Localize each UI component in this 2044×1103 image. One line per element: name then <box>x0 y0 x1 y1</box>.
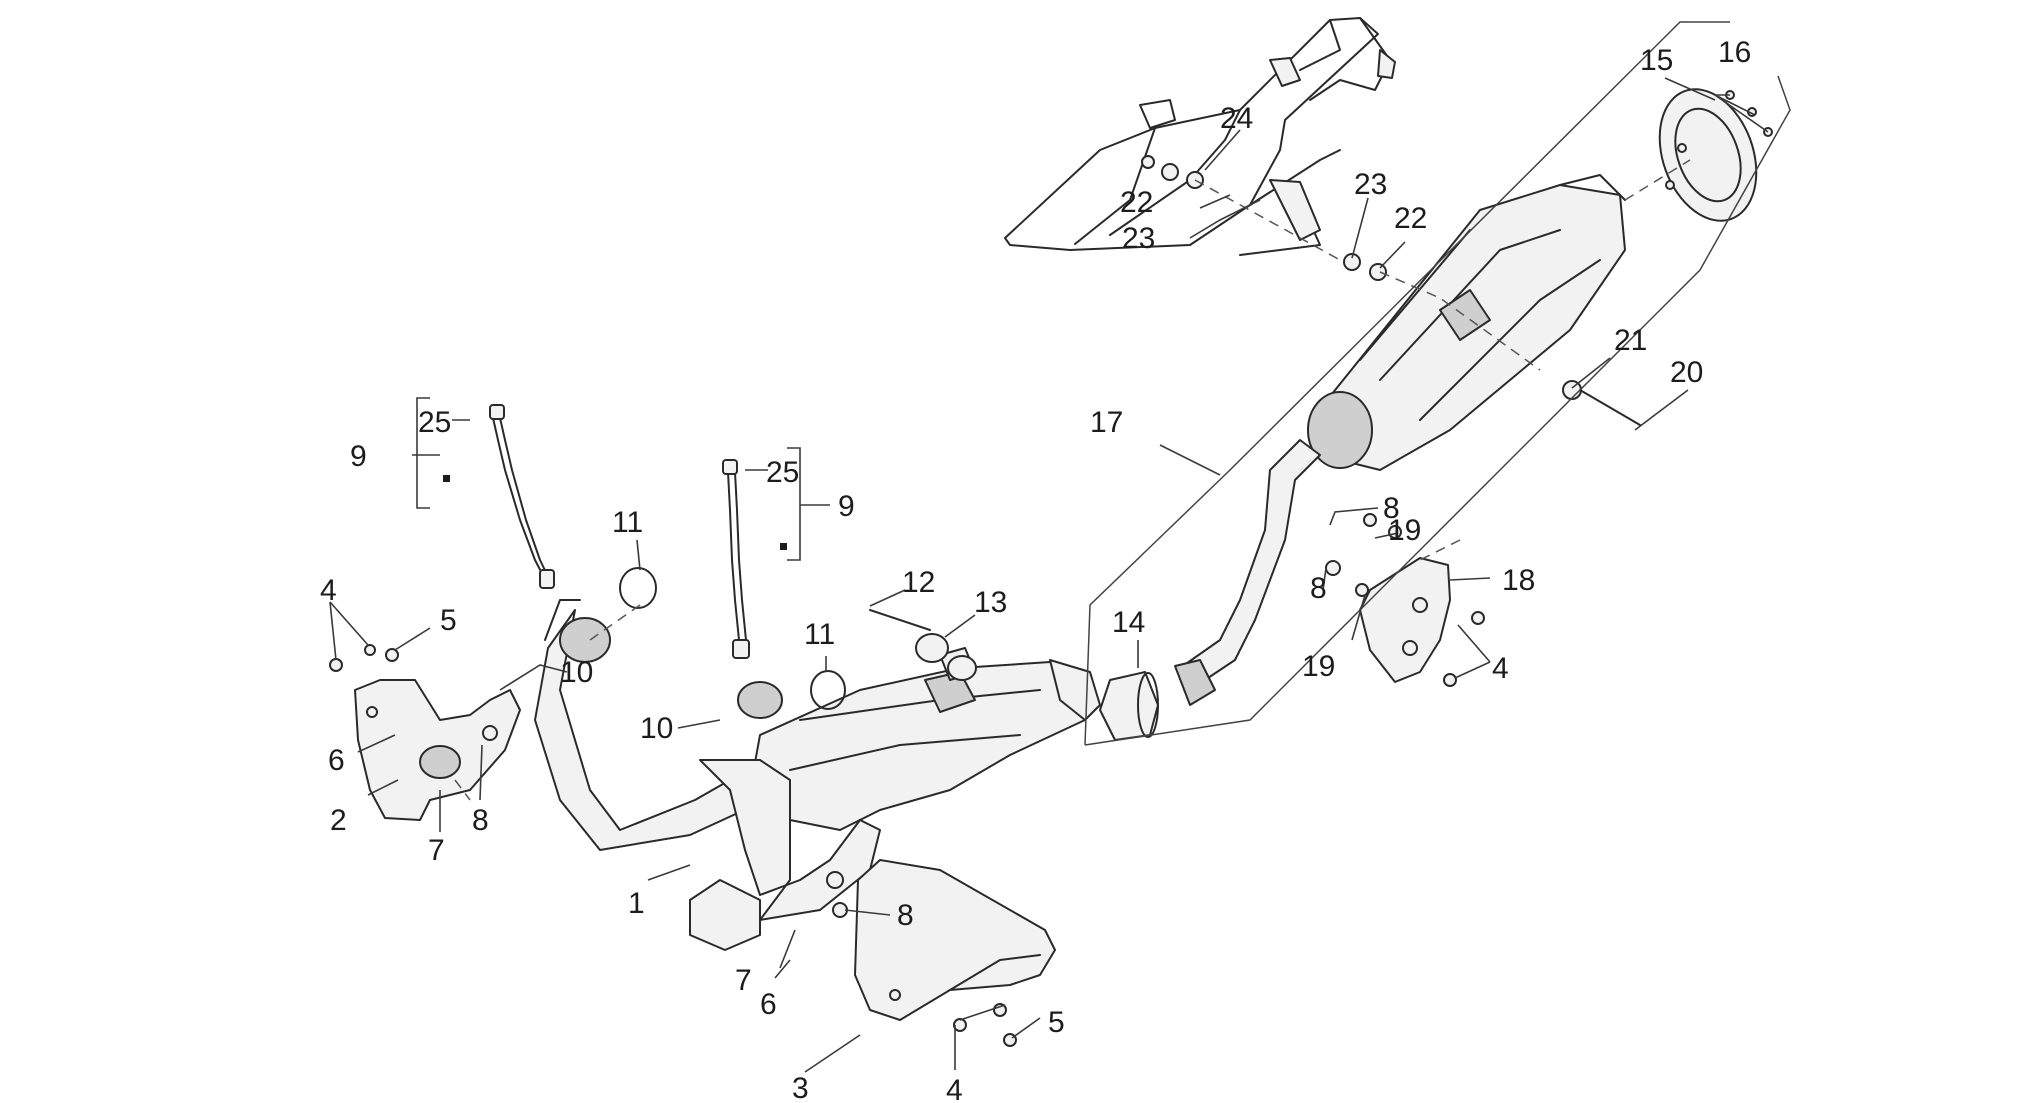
callouts: 1 2 3 4 4 4 5 5 6 6 7 7 8 8 8 8 9 9 10 1… <box>320 36 1751 1103</box>
callout-5a: 5 <box>440 604 457 637</box>
callout-14: 14 <box>1112 606 1145 639</box>
link-pipe <box>1174 439 1321 706</box>
callout-8b: 8 <box>897 899 914 932</box>
callout-21: 21 <box>1614 324 1647 357</box>
callout-4b: 4 <box>946 1074 963 1103</box>
callout-6b: 6 <box>760 988 777 1021</box>
callout-8c: 8 <box>1383 492 1400 525</box>
callout-4a: 4 <box>320 574 337 607</box>
callout-7b: 7 <box>735 964 752 997</box>
lambda-sensor-right <box>722 459 750 659</box>
callout-23b: 23 <box>1354 168 1387 201</box>
catalyst-body <box>749 647 1101 831</box>
lambda-sensor-left <box>489 404 555 589</box>
callout-23a: 23 <box>1122 222 1155 255</box>
gasket-right <box>810 670 846 710</box>
heat-shield-muffler <box>1359 557 1451 683</box>
callout-22a: 22 <box>1120 186 1153 219</box>
callout-10a: 10 <box>560 656 593 689</box>
callout-10b: 10 <box>640 712 673 745</box>
callout-6a: 6 <box>328 744 345 777</box>
callout-18: 18 <box>1502 564 1535 597</box>
muffler-end-cap <box>1658 88 1758 222</box>
callout-19a: 19 <box>1388 514 1421 547</box>
gasket-left <box>619 567 657 609</box>
clamp-sleeve <box>1099 671 1159 741</box>
callout-9a: 9 <box>350 440 367 473</box>
callout-12: 12 <box>902 566 935 599</box>
callout-11b: 11 <box>804 618 835 651</box>
callout-9b: 9 <box>838 490 855 523</box>
callout-13: 13 <box>974 586 1007 619</box>
assembly-axes <box>454 159 1691 801</box>
callout-17: 17 <box>1090 406 1123 439</box>
callout-22b: 22 <box>1394 202 1427 235</box>
callout-16: 16 <box>1718 36 1751 69</box>
callout-25b: 25 <box>766 456 799 489</box>
callout-7a: 7 <box>428 834 445 867</box>
callout-20: 20 <box>1670 356 1703 389</box>
callout-5b: 5 <box>1048 1006 1065 1039</box>
callout-25a: 25 <box>418 406 451 439</box>
callout-19b: 19 <box>1302 650 1335 683</box>
callout-4c: 4 <box>1492 652 1509 685</box>
callout-15: 15 <box>1640 44 1673 77</box>
sensor-marker-right <box>780 543 787 550</box>
rear-subframe <box>1004 17 1396 256</box>
sensor-marker-left <box>443 475 450 482</box>
header-pipes <box>534 599 881 951</box>
muffler <box>1307 174 1626 471</box>
bolt-and-bushing <box>869 609 977 681</box>
bracket-sensor-right <box>787 447 801 561</box>
heat-shield-front <box>354 679 521 821</box>
callout-24: 24 <box>1220 102 1253 135</box>
callout-3: 3 <box>792 1072 809 1103</box>
callout-11a: 11 <box>612 506 643 539</box>
group-frame-muffler <box>1084 21 1791 746</box>
heat-shield-lower <box>854 859 1056 1021</box>
callout-2: 2 <box>330 804 347 837</box>
callout-8d: 8 <box>1310 572 1327 605</box>
bracket-sensor-left <box>416 397 430 509</box>
callout-8a: 8 <box>472 804 489 837</box>
callout-1: 1 <box>628 887 645 920</box>
leader-lines <box>329 77 1769 1073</box>
